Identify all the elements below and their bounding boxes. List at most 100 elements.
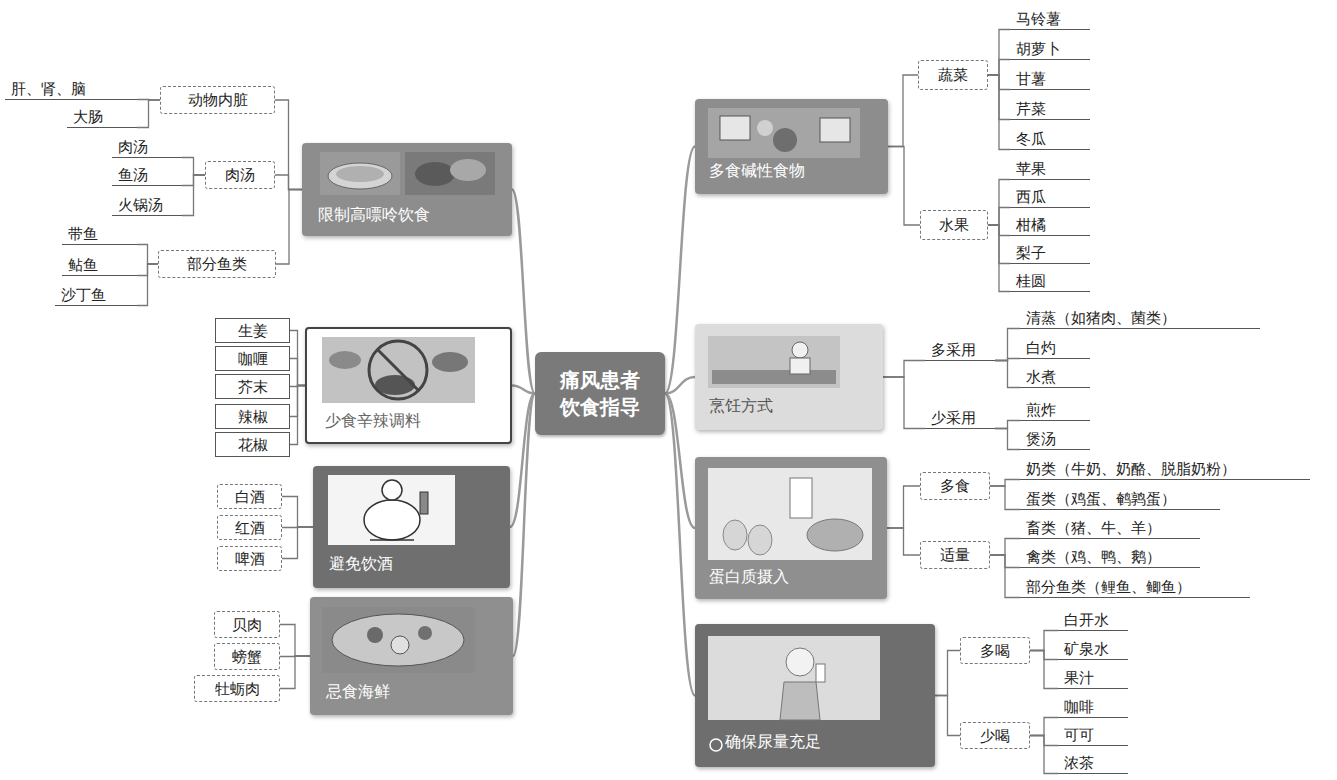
node-text: 多食碱性食物 xyxy=(709,161,805,181)
connector xyxy=(512,190,535,394)
node-text: 苹果 xyxy=(1016,159,1046,179)
egg xyxy=(748,525,772,555)
leaf-item: 清蒸（如猪肉、菌类） xyxy=(1020,305,1260,329)
node-text: 鱼汤 xyxy=(118,165,148,185)
node-text: 肉汤 xyxy=(118,137,148,157)
connector xyxy=(887,486,920,528)
node-text: 沙丁鱼 xyxy=(61,285,106,305)
node-text: 忌食海鲜 xyxy=(326,682,390,702)
node-text: 部分鱼类 xyxy=(187,254,247,274)
price-tag xyxy=(720,116,750,140)
branch-topic: 烹饪方式 xyxy=(695,324,883,430)
branch-topic: 限制高嘌呤饮食 xyxy=(302,143,512,236)
spice-pile xyxy=(375,375,415,395)
connector xyxy=(280,625,310,657)
leaf-item: 浓茶 xyxy=(1058,750,1128,774)
leaf-item: 西瓜 xyxy=(1010,184,1090,208)
leaf-item: 芹菜 xyxy=(1010,96,1090,120)
node-text: 带鱼 xyxy=(68,224,98,244)
connector xyxy=(275,175,302,190)
connector xyxy=(990,555,1020,598)
connector xyxy=(1030,651,1058,689)
cartoon-head xyxy=(382,480,402,500)
leaf-item: 沙丁鱼 xyxy=(55,282,137,306)
kitchen-counter xyxy=(712,370,836,384)
leaf-item: 甘薯 xyxy=(1010,66,1090,90)
node-text: 西瓜 xyxy=(1016,187,1046,207)
node-text: 果汁 xyxy=(1064,668,1094,688)
item-box: 啤酒 xyxy=(217,546,282,571)
connector xyxy=(1030,718,1058,736)
no-sign-ring xyxy=(369,341,427,399)
node-text: 白酒 xyxy=(235,487,265,507)
node-text: 多采用 xyxy=(931,340,976,360)
connector xyxy=(935,696,960,736)
node-text: 多食 xyxy=(940,476,970,496)
no-sign-bar xyxy=(377,349,419,391)
node-text: 芹菜 xyxy=(1016,99,1046,119)
node-text: 蛋白质摄入 xyxy=(709,567,789,587)
branch-topic: 多食碱性食物 xyxy=(695,99,888,194)
connector xyxy=(988,60,1010,76)
price-tag xyxy=(820,118,850,142)
connector xyxy=(988,180,1010,226)
leaf-item: 白灼 xyxy=(1020,335,1090,359)
connector xyxy=(290,359,305,386)
node-text: 可可 xyxy=(1064,725,1094,745)
connector xyxy=(275,100,302,190)
connector xyxy=(182,175,205,216)
connector xyxy=(988,208,1010,226)
leaf-item: 禽类（鸡、鸭、鹅） xyxy=(1020,544,1200,568)
node-text: 火锅汤 xyxy=(118,195,163,215)
leaf-item: 火锅汤 xyxy=(112,192,182,216)
seafood-item xyxy=(367,627,383,643)
leaf-item: 煲汤 xyxy=(1020,426,1090,450)
connector xyxy=(988,75,1010,150)
leaf-item: 白开水 xyxy=(1058,607,1128,631)
node-text: 牡蛎肉 xyxy=(215,679,260,699)
connector xyxy=(665,394,695,696)
help-icon xyxy=(710,739,722,751)
node-text: 肝、肾、脑 xyxy=(11,79,86,99)
meat-plate xyxy=(807,519,863,551)
branch-topic: 确保尿量充足 xyxy=(695,624,935,767)
woman-body xyxy=(780,682,820,720)
leaf-item: 咖啡 xyxy=(1058,694,1128,718)
node-text: 柑橘 xyxy=(1016,215,1046,235)
node-text: 芥末 xyxy=(238,377,268,397)
category-box: 多食 xyxy=(920,472,990,500)
water-glass xyxy=(816,664,825,682)
node-text: 浓茶 xyxy=(1064,753,1094,773)
chef-head xyxy=(792,342,808,358)
node-text: 鲇鱼 xyxy=(68,255,98,275)
connector xyxy=(883,377,925,429)
egg xyxy=(723,520,747,550)
leaf-item: 胡萝卜 xyxy=(1010,36,1090,60)
central-topic: 痛风患者饮食指导 xyxy=(535,352,665,435)
connector xyxy=(935,651,960,696)
organ-piece xyxy=(450,159,486,181)
connector xyxy=(513,394,535,657)
node-text: 咖啡 xyxy=(1064,697,1094,717)
connector xyxy=(290,386,305,445)
node-text: 甘薯 xyxy=(1016,69,1046,89)
connector xyxy=(1030,736,1058,774)
item-cell: 咖喱 xyxy=(215,346,290,371)
connector xyxy=(137,245,158,265)
leaf-item: 蛋类（鸡蛋、鹌鹑蛋） xyxy=(1020,486,1220,510)
node-text: 生姜 xyxy=(238,321,268,341)
kitchen-photo xyxy=(708,336,840,388)
connector xyxy=(995,329,1020,361)
category-box: 多喝 xyxy=(960,637,1030,664)
protein-photo xyxy=(708,468,872,560)
category-box: 部分鱼类 xyxy=(158,250,276,278)
connector xyxy=(888,147,920,226)
node-text: 花椒 xyxy=(238,435,268,455)
connector xyxy=(137,264,158,306)
leaf-item: 带鱼 xyxy=(62,221,137,245)
connector xyxy=(290,331,305,386)
node-text: 清蒸（如猪肉、菌类） xyxy=(1026,308,1176,328)
item-box: 螃蟹 xyxy=(214,643,280,670)
leaf-item: 梨子 xyxy=(1010,240,1090,264)
connector xyxy=(990,539,1020,556)
